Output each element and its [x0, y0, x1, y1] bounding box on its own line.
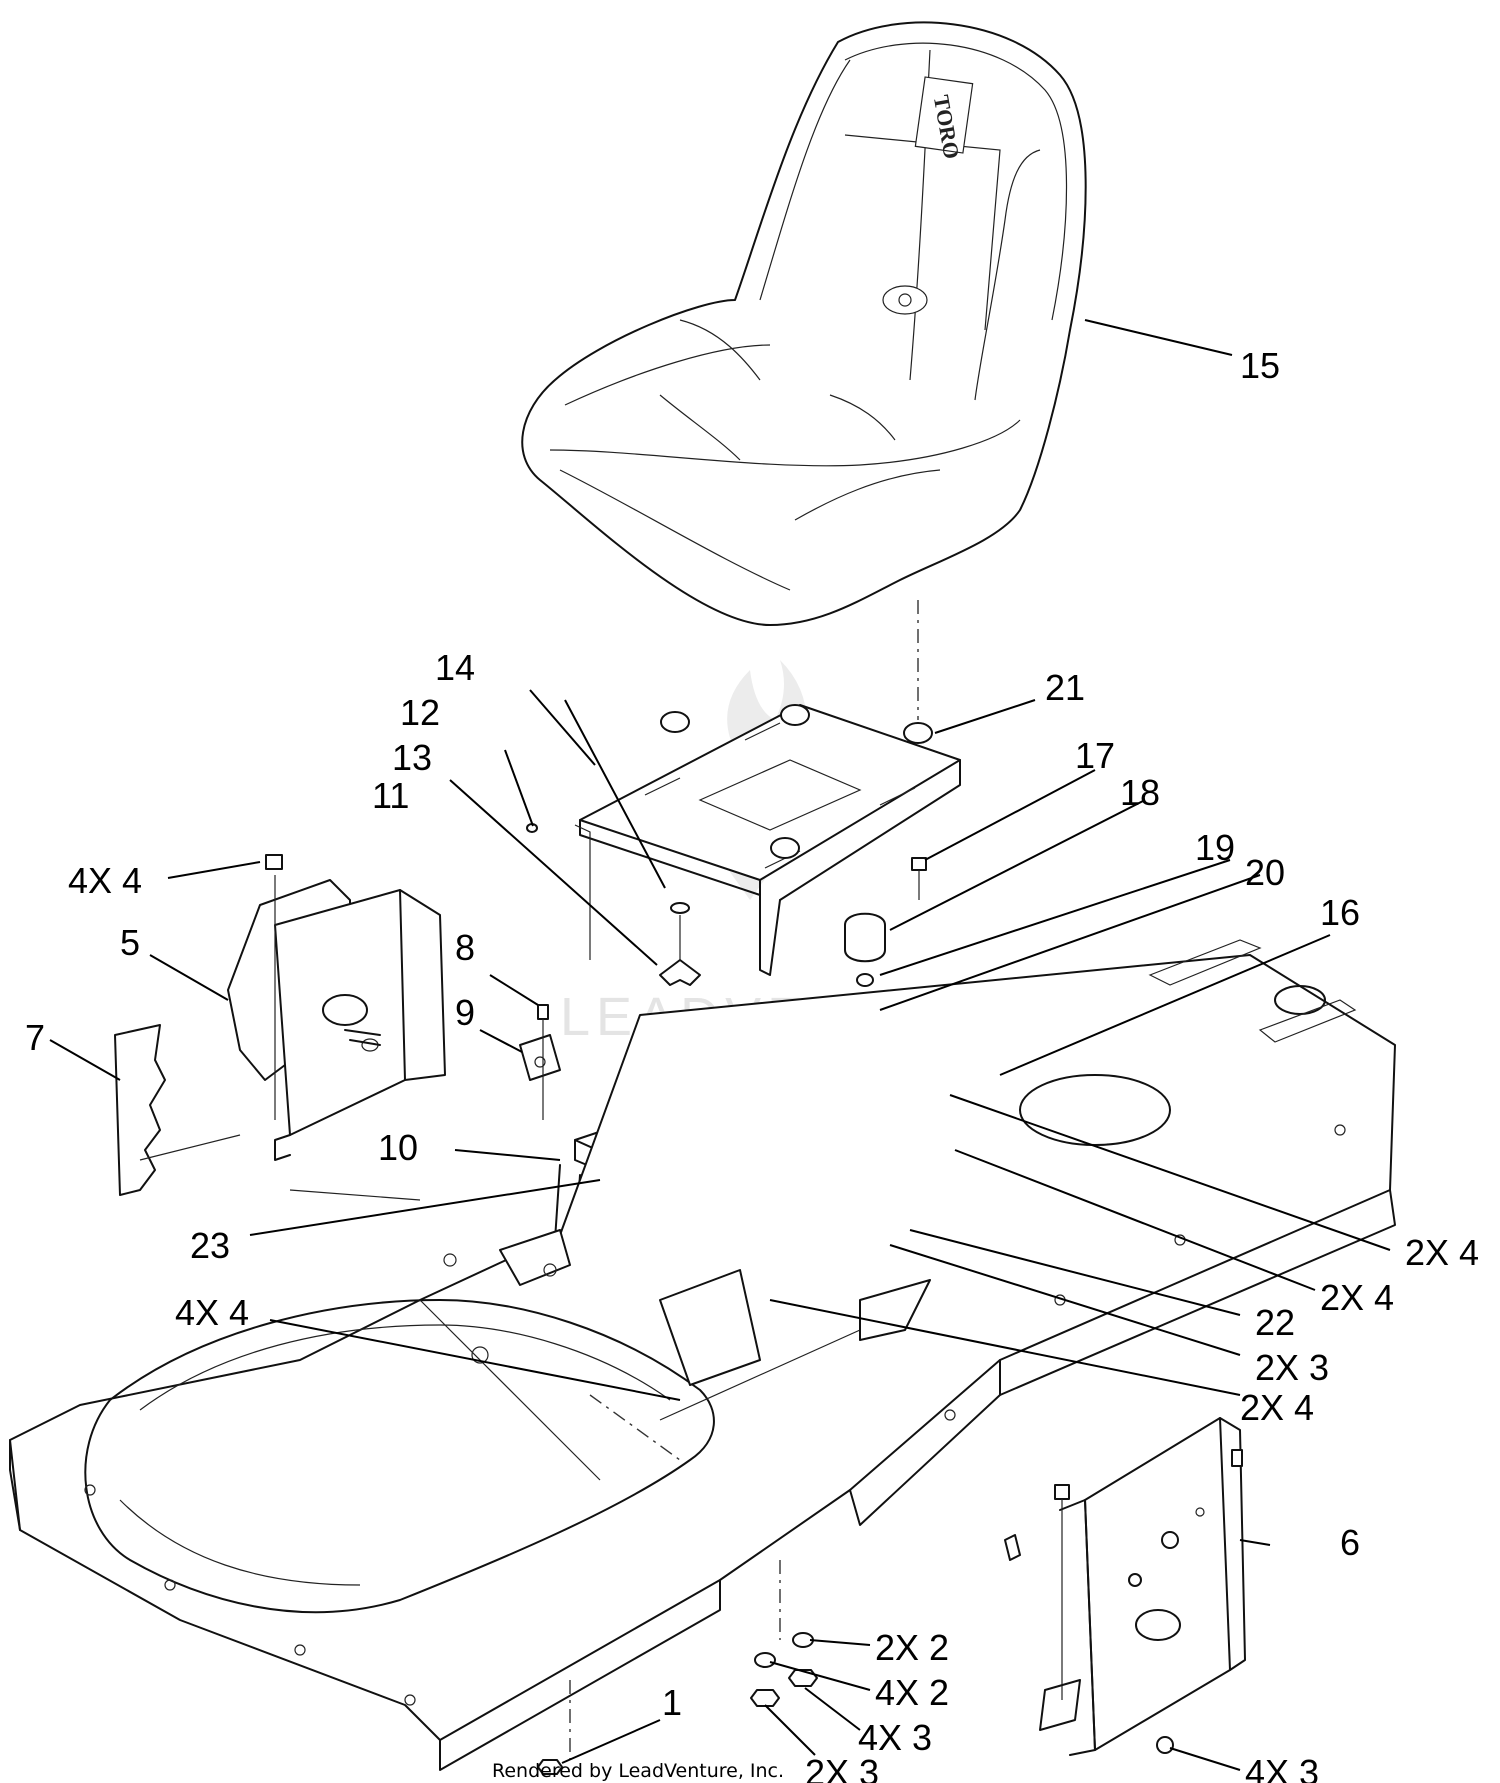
callout-4x3-b: 4X 3: [1245, 1752, 1319, 1783]
seat-knob-icon: [882, 285, 928, 315]
callout-10: 10: [378, 1127, 418, 1168]
footer-credit: Rendered by LeadVenture, Inc.: [492, 1760, 784, 1782]
callout-9: 9: [455, 992, 475, 1033]
callout-21: 21: [1045, 667, 1085, 708]
callout-7: 7: [25, 1017, 45, 1058]
grommet-icon: [903, 722, 933, 744]
right-seat-bracket: [1039, 1417, 1246, 1756]
callout-2x4-b: 2X 4: [1320, 1277, 1394, 1318]
callout-20: 20: [1245, 852, 1285, 893]
callout-2x3-b: 2X 3: [805, 1752, 879, 1783]
callout-22: 22: [1255, 1302, 1295, 1343]
callout-4x4-top: 4X 4: [68, 860, 142, 901]
callout-2x2: 2X 2: [875, 1627, 949, 1668]
callout-18: 18: [1120, 772, 1160, 813]
callout-2x4-c: 2X 4: [1240, 1387, 1314, 1428]
callout-15: 15: [1240, 345, 1280, 386]
callout-16: 16: [1320, 892, 1360, 933]
grommet-icon: [770, 837, 800, 859]
callout-14: 14: [435, 647, 475, 688]
callout-19: 19: [1195, 827, 1235, 868]
grommet-icon: [780, 704, 810, 726]
callout-6: 6: [1340, 1522, 1360, 1563]
grommet-icon: [660, 711, 690, 733]
callout-13: 13: [392, 737, 432, 778]
seat-mount-plate: [579, 600, 961, 976]
callout-4x2: 4X 2: [875, 1672, 949, 1713]
seat-logo-plate: [914, 76, 974, 154]
grip-strip: [114, 1024, 166, 1196]
seat: TORO: [521, 21, 1087, 626]
callout-4x4-bottom: 4X 4: [175, 1292, 249, 1333]
callout-8: 8: [455, 927, 475, 968]
callout-leaders: [49, 319, 1391, 1771]
callout-1: 1: [662, 1682, 682, 1723]
callout-12: 12: [400, 692, 440, 733]
main-frame: [9, 939, 1396, 1771]
callout-labels: 15 14 12 13 11 21 17 18 19 20 16 4X 4 5 …: [25, 345, 1479, 1783]
callout-4x3-a: 4X 3: [858, 1717, 932, 1758]
callout-5: 5: [120, 922, 140, 963]
callout-11: 11: [372, 775, 409, 816]
callout-23: 23: [190, 1225, 230, 1266]
callout-17: 17: [1075, 735, 1115, 776]
callout-2x3-a: 2X 3: [1255, 1347, 1329, 1388]
left-seat-bracket: [114, 854, 446, 1201]
callout-2x4-a: 2X 4: [1405, 1232, 1479, 1273]
seat-hardware: [526, 823, 927, 986]
